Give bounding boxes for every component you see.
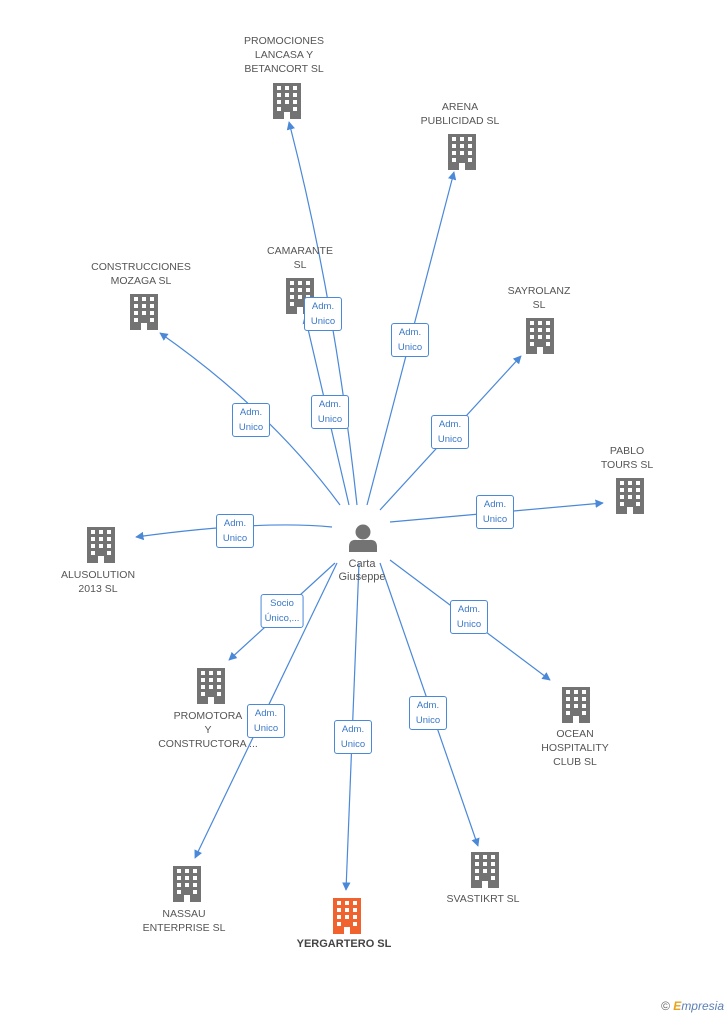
- company-name-sayrolanz[interactable]: SAYROLANZ SL: [507, 285, 571, 311]
- edge-label-promotora[interactable]: Socio Único,...: [260, 594, 304, 628]
- footer-copyright[interactable]: © Empresia: [661, 999, 724, 1013]
- building-icon-sayrolanz[interactable]: [526, 318, 554, 354]
- copyright-symbol: ©: [661, 999, 670, 1013]
- edge-label-svastikrt[interactable]: Adm. Unico: [409, 696, 447, 730]
- building-icon-promotora[interactable]: [197, 668, 225, 704]
- company-name-pablo[interactable]: PABLO TOURS SL: [600, 445, 654, 471]
- edge-label-ocean[interactable]: Adm. Unico: [450, 600, 488, 634]
- brand-initial: E: [673, 999, 682, 1013]
- edges-layer: [135, 121, 604, 891]
- company-name-alusolution[interactable]: ALUSOLUTION 2013 SL: [60, 569, 136, 595]
- company-name-promotora[interactable]: PROMOTORA Y CONSTRUCTORA ...: [158, 710, 258, 750]
- brand-name: mpresia: [681, 999, 724, 1013]
- building-icon-nassau[interactable]: [173, 866, 201, 902]
- edge-label-pablo[interactable]: Adm. Unico: [476, 495, 514, 529]
- company-name-yergartero[interactable]: YERGARTERO SL: [296, 938, 392, 950]
- company-name-construcciones[interactable]: CONSTRUCCIONES MOZAGA SL: [91, 261, 191, 287]
- edge-label-yergartero[interactable]: Adm. Unico: [334, 720, 372, 754]
- edge-label-sayrolanz[interactable]: Adm. Unico: [431, 415, 469, 449]
- company-name-camarante[interactable]: CAMARANTE SL: [267, 245, 333, 271]
- building-icon-svastikrt[interactable]: [471, 852, 499, 888]
- company-name-nassau[interactable]: NASSAU ENTERPRISE SL: [142, 908, 226, 934]
- person-icon[interactable]: [349, 524, 377, 553]
- building-icon-construcciones[interactable]: [130, 294, 158, 330]
- building-icon-promociones[interactable]: [273, 83, 301, 119]
- person-name[interactable]: Carta Giuseppe: [338, 558, 386, 583]
- edge-label-nassau[interactable]: Adm. Unico: [247, 704, 285, 738]
- building-icon-arena[interactable]: [448, 134, 476, 170]
- company-name-promociones[interactable]: PROMOCIONES LANCASA Y BETANCORT SL: [244, 35, 324, 75]
- edge-label-alusolution[interactable]: Adm. Unico: [216, 514, 254, 548]
- company-name-arena[interactable]: ARENA PUBLICIDAD SL: [420, 101, 500, 127]
- edge-label-construcciones[interactable]: Adm. Unico: [232, 403, 270, 437]
- company-name-ocean[interactable]: OCEAN HOSPITALITY CLUB SL: [541, 728, 609, 768]
- building-icon-pablo[interactable]: [616, 478, 644, 514]
- building-icon-ocean[interactable]: [562, 687, 590, 723]
- edge-label-arena[interactable]: Adm. Unico: [391, 323, 429, 357]
- edge-label-promociones[interactable]: Adm. Unico: [311, 395, 349, 429]
- nodes-layer: [87, 83, 644, 934]
- edge-label-camarante[interactable]: Adm. Unico: [304, 297, 342, 331]
- building-icon-yergartero[interactable]: [333, 898, 361, 934]
- building-icon-alusolution[interactable]: [87, 527, 115, 563]
- company-name-svastikrt[interactable]: SVASTIKRT SL: [446, 893, 520, 905]
